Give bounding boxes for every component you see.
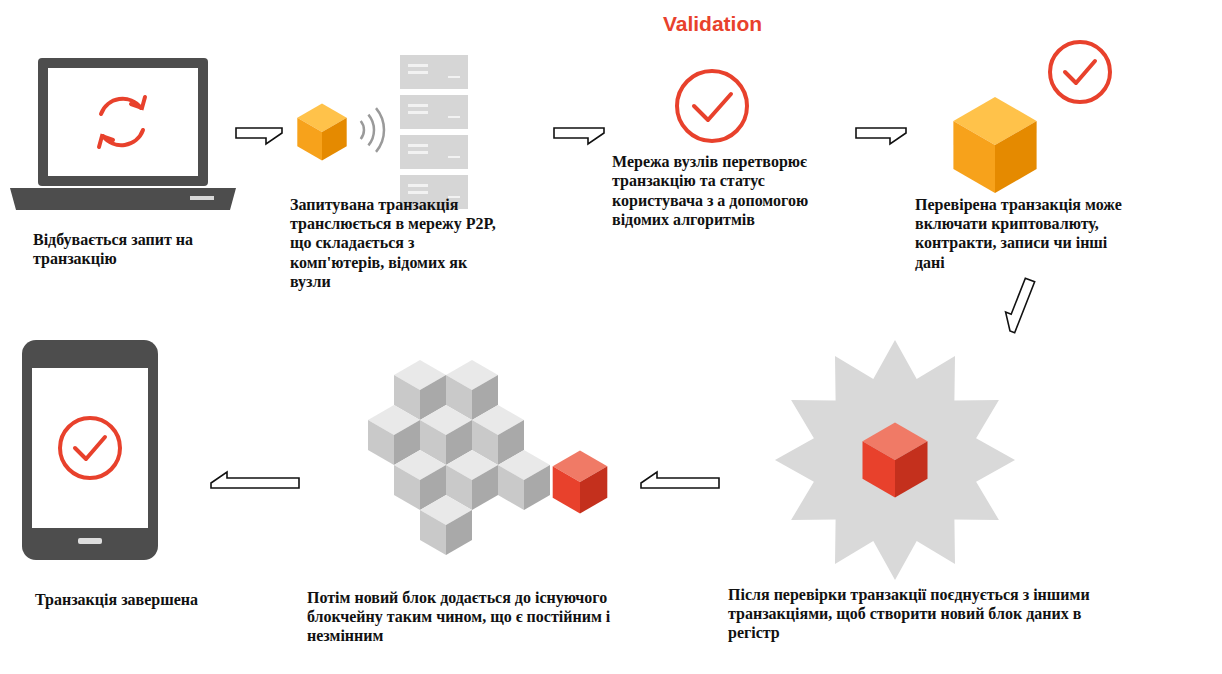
process-step: Відбувається запит на транзакцію [25, 55, 230, 271]
check-icon [677, 71, 747, 141]
step-caption: Відбувається запит на транзакцію [33, 230, 223, 268]
network-icon [297, 55, 468, 209]
step-caption: Запитувана транзакція транслюється в мер… [290, 195, 505, 291]
phone-icon [22, 340, 158, 560]
process-step: Транзакція завершена [20, 340, 205, 612]
step-caption: Мережа вузлів перетворює транзакцію та с… [612, 152, 840, 229]
flow-arrow [211, 472, 299, 488]
flow-arrow [1006, 278, 1035, 333]
process-step: ValidationМережа вузлів перетворює транз… [610, 12, 850, 231]
process-step: Перевірена транзакція може включати крип… [912, 55, 1142, 274]
step-caption: Транзакція завершена [35, 590, 205, 609]
flow-arrow [856, 128, 906, 144]
step-heading: Validation [650, 12, 775, 36]
verified-cube-icon [953, 42, 1110, 193]
blockchain-icon [368, 360, 607, 555]
step-caption: Перевірена транзакція може включати крип… [915, 195, 1140, 272]
process-step: Запитувана транзакція транслюється в мер… [288, 55, 548, 293]
process-step: Після перевірки транзакції поєднується з… [725, 335, 1137, 645]
new-block-icon [775, 340, 1015, 580]
process-step: Потім новий блок додається до існуючого … [305, 350, 635, 648]
step-caption: Потім новий блок додається до існуючого … [307, 588, 629, 646]
step-caption: Після перевірки транзакції поєднується з… [728, 585, 1136, 643]
laptop-icon [10, 58, 236, 210]
flow-arrow [554, 128, 604, 144]
flow-arrow [641, 472, 719, 488]
flow-arrow [236, 128, 282, 144]
